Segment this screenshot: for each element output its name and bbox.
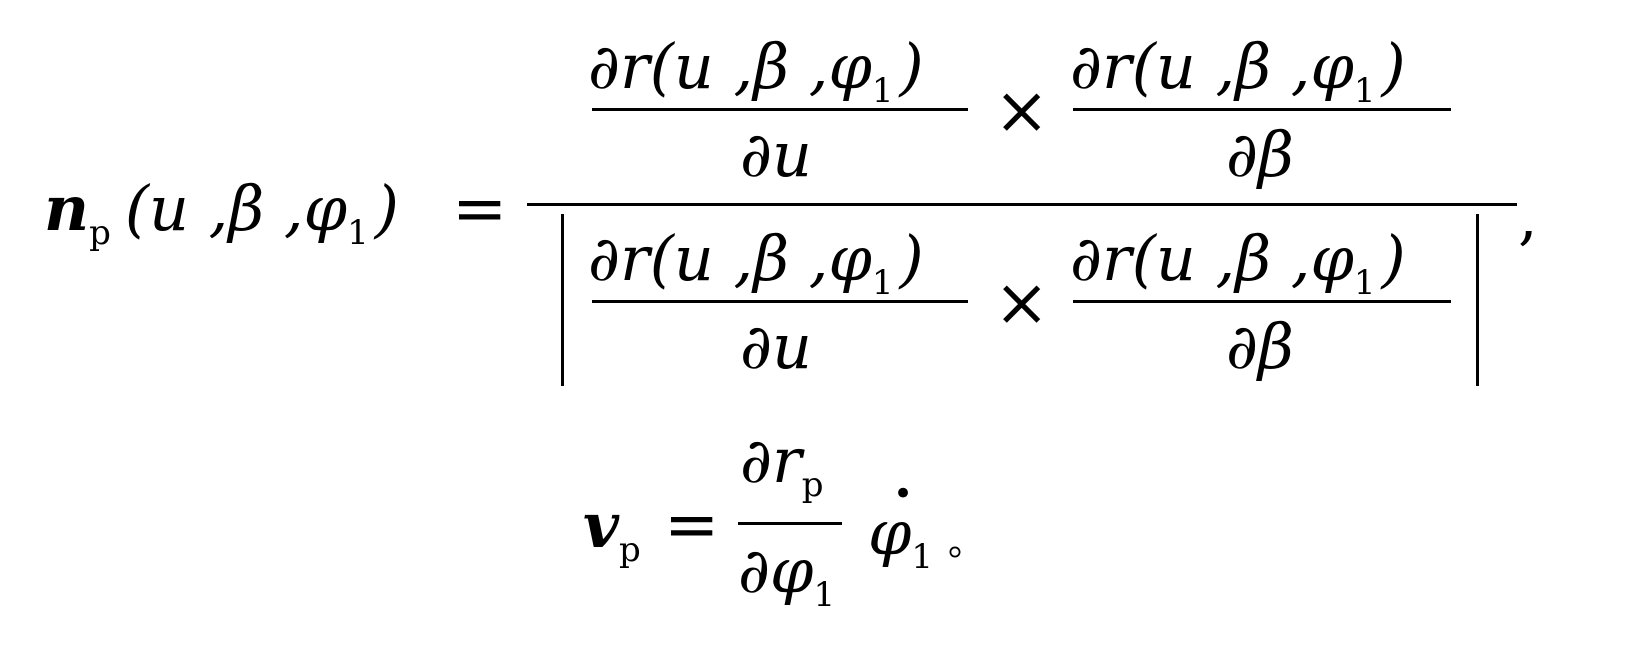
equals-sign-1: =: [452, 170, 508, 247]
num-right-numerator-close: ): [1381, 30, 1406, 103]
lhs-velocity: vp: [583, 495, 641, 568]
velocity-fraction-bar: [738, 522, 842, 525]
den-right-numerator: ∂r(u ,β ,φ1): [1070, 228, 1406, 301]
velocity-frac-numerator-text: ∂r: [740, 424, 802, 497]
v-subscript: p: [619, 530, 641, 570]
velocity-frac-denominator-text: ∂φ: [738, 534, 814, 607]
trailing-comma: ,: [1518, 180, 1538, 253]
den-left-numerator: ∂r(u ,β ,φ1): [588, 228, 924, 301]
v-symbol: v: [583, 489, 620, 562]
den-left-numerator-text: ∂r(u ,β ,φ: [588, 222, 872, 295]
num-right-fraction-bar: [1073, 108, 1451, 111]
equals-sign-2: =: [664, 486, 720, 563]
lhs-args-sub: 1: [347, 213, 369, 253]
num-left-numerator-sub: 1: [871, 71, 894, 111]
abs-bar-left: [561, 214, 564, 386]
den-left-numerator-sub: 1: [871, 263, 894, 303]
den-right-fraction-bar: [1073, 300, 1451, 303]
num-right-numerator-text: ∂r(u ,β ,φ: [1070, 30, 1354, 103]
den-right-denominator: ∂β: [1226, 310, 1294, 383]
abs-bar-right: [1476, 214, 1479, 386]
num-left-numerator: ∂r(u ,β ,φ1): [588, 36, 924, 109]
num-left-fraction-bar: [592, 108, 968, 111]
n-symbol: n: [44, 172, 90, 245]
den-left-numerator-close: ): [899, 222, 924, 295]
den-right-numerator-sub: 1: [1353, 263, 1376, 303]
velocity-frac-numerator: ∂rp: [740, 430, 823, 503]
velocity-frac-numerator-sub: p: [801, 465, 824, 505]
num-left-numerator-text: ∂r(u ,β ,φ: [588, 30, 872, 103]
den-right-numerator-close: ): [1381, 222, 1406, 295]
n-subscript: p: [89, 213, 111, 253]
phi-rate: φ1: [868, 502, 933, 575]
velocity-frac-denominator-sub: 1: [813, 575, 836, 615]
num-right-numerator-sub: 1: [1353, 71, 1376, 111]
times-sign-numerator: ×: [994, 72, 1050, 149]
time-derivative-dot: •: [893, 474, 914, 514]
num-right-denominator: ∂β: [1226, 118, 1294, 191]
lhs-args: (u ,β ,φ: [124, 172, 348, 245]
num-left-numerator-close: ): [899, 30, 924, 103]
den-right-numerator-text: ∂r(u ,β ,φ: [1070, 222, 1354, 295]
den-left-fraction-bar: [592, 300, 968, 303]
num-left-denominator: ∂u: [740, 118, 812, 191]
times-sign-denominator: ×: [994, 264, 1050, 341]
phi-rate-sub: 1: [911, 537, 934, 577]
den-left-denominator: ∂u: [740, 310, 812, 383]
lhs-close-paren: ): [374, 172, 399, 245]
velocity-frac-denominator: ∂φ1: [738, 540, 835, 613]
num-right-numerator: ∂r(u ,β ,φ1): [1070, 36, 1406, 109]
main-fraction-bar: [527, 203, 1517, 206]
phi-rate-symbol: φ: [868, 496, 912, 569]
lhs-normal-vector: np(u ,β ,φ1): [44, 178, 399, 251]
trailing-period: 。: [948, 523, 985, 564]
